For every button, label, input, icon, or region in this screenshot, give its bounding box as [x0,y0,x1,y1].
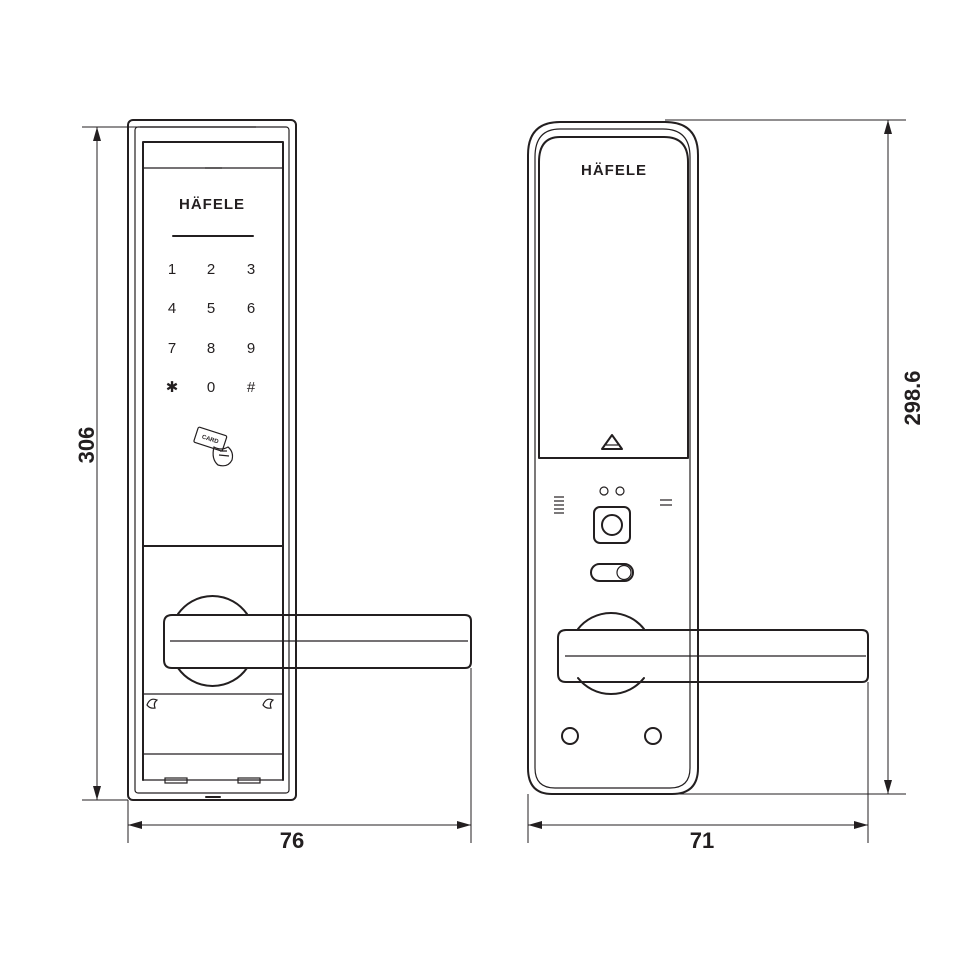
svg-text:CARD: CARD [201,434,220,445]
dim-front-width-label: 76 [280,828,304,853]
key-7[interactable]: 7 [168,340,176,357]
key-6[interactable]: 6 [247,300,255,317]
front-handle-lever[interactable] [163,614,472,669]
key-4[interactable]: 4 [168,300,176,317]
dim-side-width-label: 71 [690,828,714,853]
front-bottom-tab-left [164,777,188,784]
card-reader-icon: CARD [193,426,234,467]
key-1[interactable]: 1 [168,261,176,278]
front-glass-panel [142,141,284,547]
key-3[interactable]: 3 [247,261,255,278]
side-screw-hole-left [561,727,579,745]
front-outer-frame [127,119,297,801]
side-handle-rosette [577,612,645,695]
dim-front-height-label: 306 [74,427,99,464]
side-screw-hole-right [644,727,662,745]
dimension-front-height: 3 0 6 [74,126,255,801]
key-star[interactable]: ✱ [166,379,179,396]
side-sensor-array [554,486,672,514]
dimension-side-width: 71 [527,682,869,853]
key-0[interactable]: 0 [207,379,215,396]
side-brand-logo: HÄFELE [581,162,647,179]
key-8[interactable]: 8 [207,340,215,357]
side-glass-panel [538,136,689,459]
front-brand-logo: HÄFELE [179,196,245,213]
side-inner-body [534,128,691,789]
key-2[interactable]: 2 [207,261,215,278]
front-handle-rosette [177,595,248,687]
front-keypad[interactable]: 1 2 3 4 5 6 7 8 9 ✱ 0 # [166,261,256,396]
front-left-clip [146,698,159,709]
side-handle-lever[interactable] [557,629,869,683]
dimension-front-width: 76 [127,668,472,853]
side-up-arrow-icon [601,434,623,450]
front-inner-frame [134,126,290,794]
front-bottom-tab-right [237,777,261,784]
dim-side-height-label: 298.6 [900,370,925,425]
key-hash[interactable]: # [247,379,256,396]
front-right-clip [262,698,275,709]
privacy-slide-switch[interactable] [590,563,634,582]
key-5[interactable]: 5 [207,300,215,317]
side-view: HÄFELE [527,121,869,795]
front-view: HÄFELE 1 2 3 4 5 6 7 8 9 ✱ 0 # CARD [127,119,472,801]
fingerprint-sensor-button[interactable] [593,506,631,544]
key-9[interactable]: 9 [247,340,255,357]
dimension-side-height: 298.6 [665,119,925,795]
